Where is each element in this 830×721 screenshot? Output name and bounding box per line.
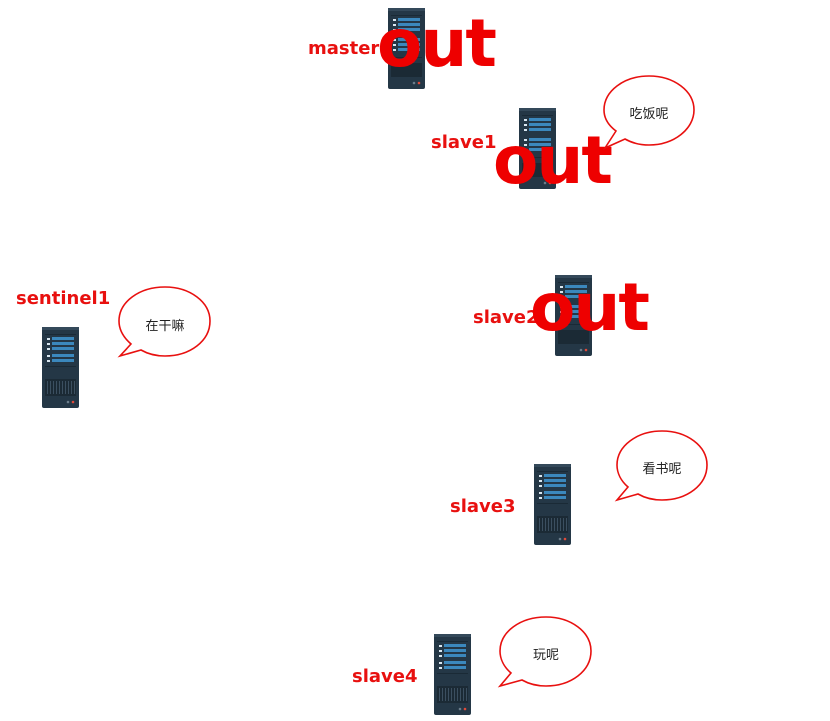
sentinel1-label: sentinel1 <box>16 288 111 309</box>
slave1-out-mark: out <box>493 122 613 199</box>
speech-bubble-shape <box>497 616 592 688</box>
slave3-speech-text: 看书呢 <box>642 462 682 477</box>
slave1-label: slave1 <box>431 132 497 153</box>
slave4-label: slave4 <box>352 666 418 687</box>
master-out-mark: out <box>377 5 497 82</box>
sentinel1-server-icon <box>42 327 79 408</box>
master-label: master <box>308 38 380 59</box>
slave4-server-icon <box>434 634 471 715</box>
slave1-speech-text: 吃饭呢 <box>629 107 669 122</box>
speech-bubble-shape <box>117 286 211 358</box>
speech-bubble-shape <box>602 75 695 150</box>
slave4-speech-text: 玩呢 <box>532 648 559 663</box>
sentinel1-speech-text: 在干嘛 <box>145 319 185 334</box>
slave3-speech-bubble: 看书呢 <box>614 430 726 510</box>
slave2-out-mark: out <box>530 269 650 346</box>
slave3-server-icon <box>534 464 571 545</box>
slave2-label: slave2 <box>473 307 539 328</box>
sentinel1-speech-bubble: 在干嘛 <box>117 286 228 366</box>
slave4-speech-bubble: 玩呢 <box>497 616 609 696</box>
speech-bubble-shape <box>614 430 708 502</box>
slave3-label: slave3 <box>450 496 516 517</box>
slave1-speech-bubble: 吃饭呢 <box>602 75 713 155</box>
